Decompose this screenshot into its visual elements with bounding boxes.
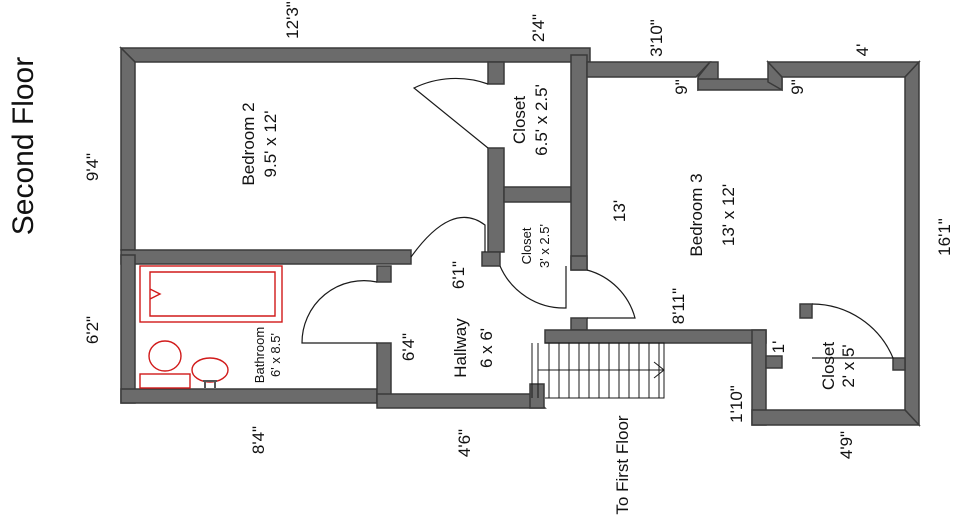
door-closet1 [412, 77, 489, 149]
dim-8-4: 8'4" [249, 426, 268, 454]
wall-closet-divider [503, 186, 572, 203]
wall-bottom-bathroom [120, 388, 378, 404]
dim-1-10: 1'10" [727, 385, 746, 423]
room-size-hallway: 6 x 6' [477, 328, 496, 368]
dim-6-4: 6'4" [399, 333, 418, 361]
wall-left-bathroom [120, 254, 136, 404]
wall-closet3-left-top [765, 355, 783, 369]
wall-closet2-bottom-left [481, 251, 501, 267]
dim-4-6: 4'6" [455, 429, 474, 457]
wall-top-bedroom2 [119, 47, 591, 63]
room-name-bathroom: Bathroom [252, 327, 267, 383]
sink-icon [191, 357, 229, 383]
wall-closet3-divider [799, 303, 813, 319]
dimension-labels: 12'3" 2'4" 3'10" 4' 9" 9" 9'4" 13' 6'1" … [83, 1, 954, 459]
toilet-icon [148, 340, 182, 372]
room-name-closet3: Closet [819, 342, 838, 390]
wall-hallway-right-stub [529, 383, 545, 409]
dim-16-1: 16'1" [935, 218, 954, 256]
dim-9-left: 9" [672, 79, 691, 95]
dim-13: 13' [610, 200, 629, 222]
walls [119, 46, 921, 427]
stairs-label: To First Floor [613, 415, 632, 515]
wall-right-bedroom3 [904, 60, 920, 427]
wall-left-bedroom2 [120, 46, 136, 251]
dim-6-2: 6'2" [83, 316, 102, 344]
doors [301, 77, 894, 359]
wall-closet-right [570, 54, 588, 271]
dim-9-right: 9" [788, 79, 807, 95]
room-size-bedroom2: 9.5' x 12' [261, 111, 280, 178]
wall-bedroom2-bathroom [120, 249, 412, 265]
room-size-bedroom3: 13' x 12' [719, 184, 738, 246]
wall-top-bedroom3-left [586, 61, 712, 78]
toilet-tank [139, 373, 191, 389]
door-bathroom [301, 280, 378, 344]
wall-bottom-closet3 [751, 409, 921, 426]
dim-3-10: 3'10" [647, 19, 666, 57]
faucet-icon [203, 380, 217, 388]
wall-closet1-left [487, 147, 505, 253]
dim-2-4: 2'4" [529, 14, 548, 42]
room-size-bathroom: 6' x 8.5' [268, 333, 283, 377]
dim-1: 1' [769, 341, 788, 354]
wall-bottom-hallway [376, 393, 547, 409]
dim-4: 4' [853, 44, 872, 57]
wall-bottom-bedroom3 [544, 329, 767, 344]
bathroom-fixtures [139, 265, 283, 389]
room-name-hallway: Hallway [451, 318, 470, 378]
stairs [531, 342, 665, 399]
room-size-closet2: 3' x 2.5' [537, 224, 552, 268]
wall-closet3-right-stub [892, 357, 906, 371]
wall-bath-hall-upper [376, 265, 392, 283]
bathtub-inner [149, 271, 276, 317]
wall-closet1-left-top [487, 61, 505, 85]
room-size-closet1: 6.5' x 2.5' [532, 84, 551, 156]
room-labels: Bedroom 2 9.5' x 12' Closet 6.5' x 2.5' … [239, 84, 858, 514]
wall-bed3-hall-stub [570, 317, 588, 331]
door-bedroom2 [410, 216, 486, 258]
door-closet3 [811, 303, 894, 359]
dim-4-9: 4'9" [837, 431, 856, 459]
floor-title: Second Floor [7, 57, 40, 235]
room-name-bedroom3: Bedroom 3 [687, 173, 706, 256]
room-size-closet3: 2' x 5' [839, 344, 858, 387]
door-closet2 [499, 265, 567, 309]
room-name-closet2: Closet [519, 227, 534, 264]
wall-closet2-bottom-right [570, 255, 588, 271]
dim-8-11: 8'11" [669, 288, 688, 324]
door-bedroom3 [586, 269, 636, 319]
dim-9-4: 9'4" [83, 153, 102, 181]
room-name-closet1: Closet [510, 96, 529, 144]
dim-6-1: 6'1" [449, 261, 468, 289]
wall-top-bedroom3-right [766, 61, 921, 78]
dim-12-3: 12'3" [283, 1, 302, 39]
room-name-bedroom2: Bedroom 2 [239, 102, 258, 185]
bathtub-icon [139, 265, 283, 323]
